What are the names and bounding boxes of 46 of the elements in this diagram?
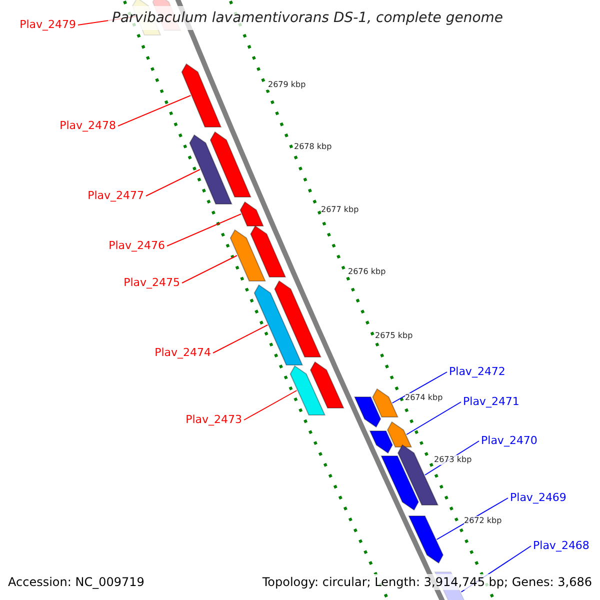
gene-label: Plav_2469 [510, 491, 566, 505]
leader-line [166, 214, 242, 246]
gene-label: Plav_2468 [533, 539, 590, 553]
gene-label: Plav_2477 [88, 189, 144, 203]
gene-label: Plav_2478 [60, 119, 116, 133]
leader-line [146, 169, 200, 196]
gene-feature [240, 201, 264, 226]
leader-line [118, 95, 192, 126]
gene-feature [274, 280, 322, 358]
scale-label: 2676 kbp [348, 267, 386, 277]
gene-label: Plav_2476 [108, 239, 165, 253]
gene-label: Plav_2479 [20, 18, 76, 32]
scale-label: 2675 kbp [375, 331, 413, 341]
scale-label: 2673 kbp [434, 455, 472, 465]
gene-feature [380, 456, 419, 511]
footer-text: Topology: circular; Length: 3,914,745 bp; Genes: 3,686 [262, 574, 592, 590]
gene-feature [408, 516, 444, 564]
gene-feature [372, 388, 398, 418]
scale-label: 2678 kbp [294, 142, 332, 152]
gene-label: Plav_2474 [154, 346, 211, 360]
scale-label: 2672 kbp [464, 516, 502, 526]
gene-label: Plav_2470 [481, 434, 538, 448]
gene-feature [189, 134, 232, 204]
gene-feature [210, 131, 252, 198]
leader-line [392, 372, 448, 404]
gene-feature [254, 284, 304, 366]
scale-label: 2679 kbp [268, 80, 306, 90]
leader-line [212, 324, 268, 354]
gene-feature [354, 396, 382, 428]
scale-label: 2674 kbp [405, 393, 443, 403]
gene-label: Plav_2471 [463, 395, 520, 409]
gene-feature [230, 229, 266, 282]
gene-feature [181, 63, 222, 128]
leader-line [182, 255, 238, 284]
footer-text: Accession: NC_009719 [8, 574, 144, 590]
gene-feature [386, 421, 412, 448]
gene-feature [250, 225, 286, 278]
gene-label: Plav_2475 [124, 276, 180, 290]
leader-line [244, 390, 298, 420]
gene-feature [290, 365, 326, 416]
leader-line [406, 402, 462, 435]
gene-feature [369, 430, 393, 454]
gene-feature [310, 361, 344, 408]
gene-label: Plav_2472 [449, 365, 506, 379]
gene-label: Plav_2473 [186, 413, 242, 427]
scale-label: 2677 kbp [321, 205, 359, 215]
